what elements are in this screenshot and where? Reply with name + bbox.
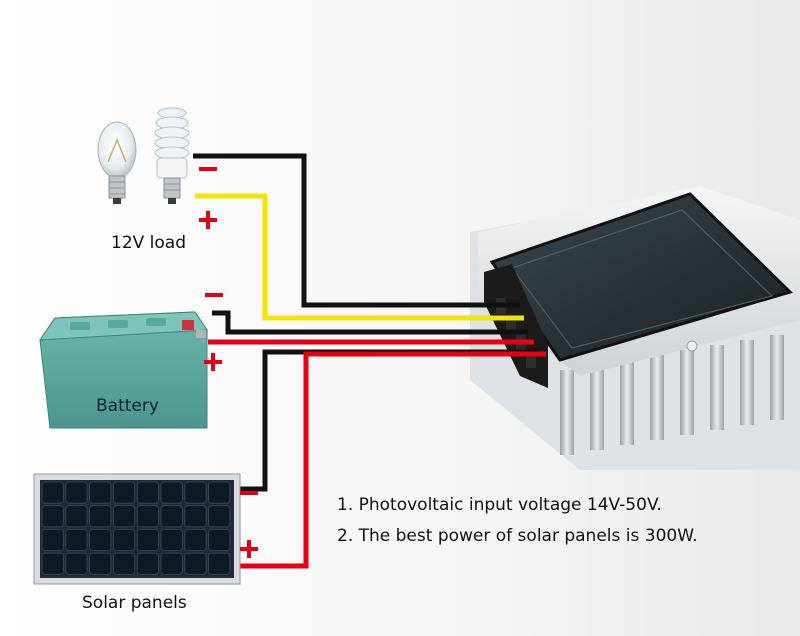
solar-cell	[65, 552, 88, 575]
battery-positive-sign	[204, 353, 222, 371]
cfl-bulb	[154, 107, 190, 204]
load-label: 12V load	[111, 233, 186, 253]
solar-cell	[65, 505, 88, 528]
battery-negative-wire	[212, 310, 528, 335]
wires	[193, 153, 546, 569]
solar-cell	[208, 552, 231, 575]
load-negative-sign	[199, 167, 217, 171]
solar-cell	[160, 505, 183, 528]
solar-cell	[160, 552, 183, 575]
solar-cell	[89, 552, 112, 575]
note-1: 1. Photovoltaic input voltage 14V-50V.	[337, 495, 662, 515]
solar-cell	[89, 505, 112, 528]
battery-negative-sign	[205, 293, 223, 297]
solar-cell	[184, 505, 207, 528]
solar-cell	[89, 481, 112, 504]
solar-cell	[65, 529, 88, 552]
solar-panel-icon	[33, 473, 241, 585]
solar-label: Solar panels	[82, 593, 187, 613]
load-negative-wire	[193, 153, 520, 308]
charge-controller	[470, 186, 800, 470]
solar-cell	[208, 529, 231, 552]
battery-label: Battery	[96, 396, 159, 416]
light-bulbs-icon	[97, 107, 190, 204]
solar-cell	[41, 505, 64, 528]
led-indicator	[686, 340, 698, 352]
solar-cell	[136, 481, 159, 504]
solar-cell	[113, 481, 136, 504]
solar-cell	[41, 552, 64, 575]
solar-cell	[160, 529, 183, 552]
note-2: 2. The best power of solar panels is 300…	[337, 526, 698, 546]
polarity-signs	[199, 167, 258, 558]
solar-cell	[136, 505, 159, 528]
solar-cell	[113, 505, 136, 528]
solar-cell	[89, 529, 112, 552]
solar-cell	[41, 529, 64, 552]
solar-cell	[184, 529, 207, 552]
solar-cell	[113, 552, 136, 575]
solar-cell	[184, 481, 207, 504]
load-positive-wire	[195, 193, 524, 321]
solar-positive-wire	[238, 351, 546, 569]
solar-negative-sign	[240, 491, 258, 495]
solar-cell	[160, 481, 183, 504]
solar-cell	[208, 505, 231, 528]
solar-positive-sign	[240, 540, 258, 558]
solar-cell	[184, 552, 207, 575]
solar-cell	[65, 481, 88, 504]
load-positive-sign	[199, 211, 217, 229]
heat-sink-fins	[560, 335, 784, 455]
solar-cell	[136, 529, 159, 552]
solar-cell	[113, 529, 136, 552]
solar-cell	[208, 481, 231, 504]
solar-cell	[41, 481, 64, 504]
battery-icon	[39, 311, 208, 429]
solar-cell	[136, 552, 159, 575]
